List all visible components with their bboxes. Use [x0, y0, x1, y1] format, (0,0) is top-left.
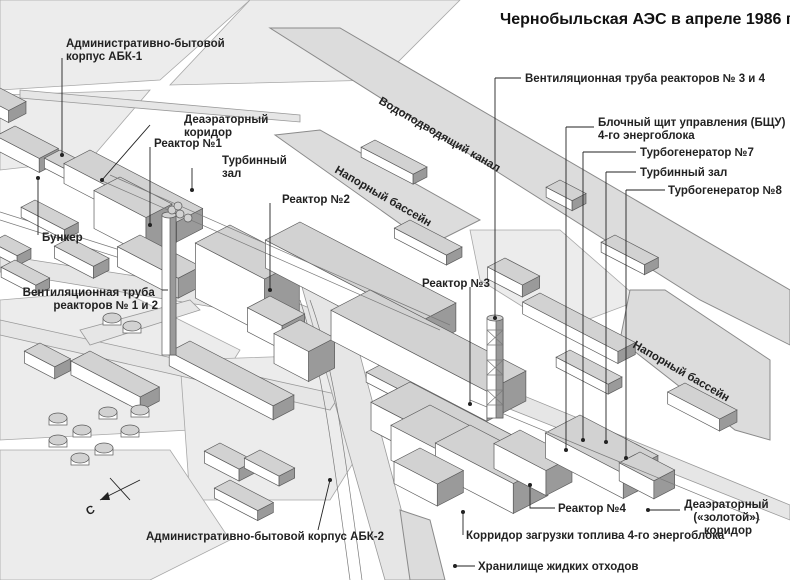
buildings [0, 87, 738, 522]
tank [120, 424, 140, 438]
tank [98, 406, 118, 420]
abk2-label: Административно-бытовой корпус АБК-2 [146, 531, 384, 543]
turbogen8-label: Турбогенератор №8 [668, 185, 782, 197]
vent-stack-reactors-3-4 [486, 314, 504, 419]
reactor3-label: Реактор №3 [422, 278, 490, 290]
tank [48, 434, 68, 448]
building-block [486, 257, 541, 298]
building-block [393, 219, 463, 266]
building-block [666, 382, 738, 432]
building-block [0, 87, 27, 124]
building-block [203, 442, 256, 482]
building-block [53, 237, 110, 279]
building-block [20, 199, 80, 241]
tank [122, 320, 142, 334]
building-block [555, 349, 623, 395]
building-block [273, 319, 336, 383]
tank [102, 312, 122, 326]
reactor4-label: Реактор №4 [558, 503, 626, 515]
outflow-canal [399, 509, 446, 580]
vent-stack-34-label: Вентиляционная труба реакторов № 3 и 4 [525, 73, 766, 85]
building-block [243, 449, 296, 487]
building-block [618, 451, 676, 500]
vent-stack-12-label: Вентиляционная труба реакторов № 1 и 2 [23, 287, 158, 312]
building-block [360, 139, 428, 185]
abk1-label: Административно-бытовой корпус АБК-1 [66, 38, 228, 63]
diagram-title: Чернобыльская АЭС в апреле 1986 года [500, 11, 790, 28]
building-block [23, 342, 72, 380]
reactor1-label: Реактор №1 [154, 138, 222, 150]
leader-lines [36, 58, 680, 568]
storage-tanks [48, 312, 150, 466]
deaerator-golden-label: Деаэраторный («золотой») коридор [684, 499, 771, 537]
tank [70, 452, 90, 466]
tank [72, 424, 92, 438]
tank [130, 404, 150, 418]
turbine-hall-2-label: Турбинный зал [640, 167, 727, 179]
callouts: Административно-бытовой корпус АБК-1 Деа… [23, 38, 789, 573]
turbine-hall-1-label: Турбинный зал [222, 155, 290, 180]
control-room-label: Блочный щит управления (БЩУ) 4-го энерго… [598, 117, 789, 142]
liquid-waste-label: Хранилище жидких отходов [478, 561, 638, 573]
pressure-pool-top [273, 129, 482, 246]
building-block [70, 350, 161, 412]
building-block [521, 292, 637, 365]
building-block [0, 259, 51, 296]
turbogen7-label: Турбогенератор №7 [640, 147, 754, 159]
deaerator-corridor-label: Деаэраторный коридор [184, 114, 271, 139]
reactor2-label: Реактор №2 [282, 194, 350, 206]
building-block [393, 447, 465, 507]
bunker-label: Бункер [42, 232, 83, 244]
tank [48, 412, 68, 426]
vent-stack-reactors-1-2 [161, 201, 193, 356]
tank [94, 442, 114, 456]
building-block [213, 479, 275, 522]
fuel-corridor-label: Корридор загрузки топлива 4-го энергобло… [466, 530, 725, 542]
